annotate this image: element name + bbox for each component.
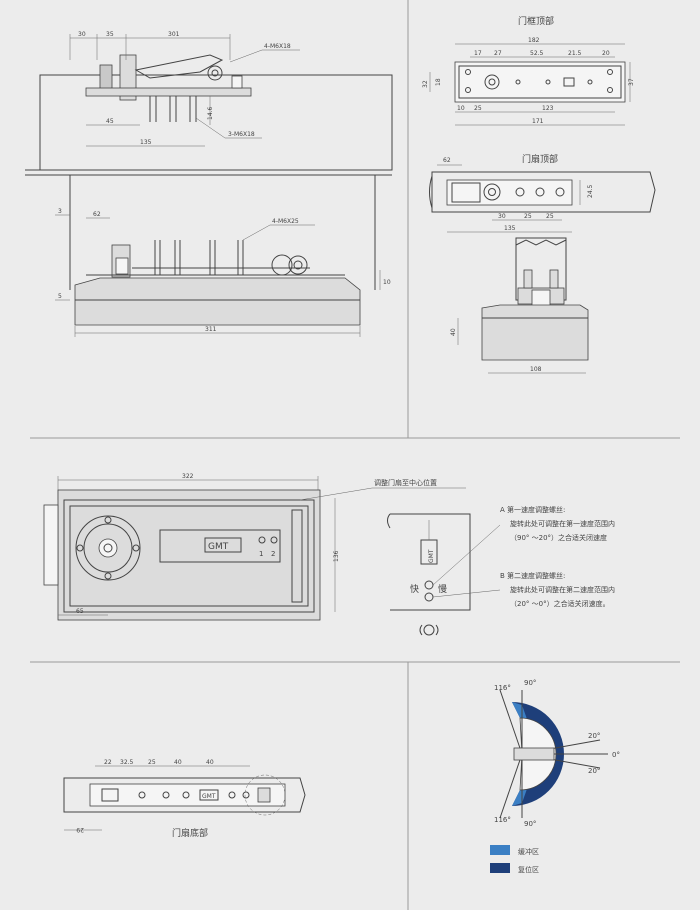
legend-reset-label: 复位区 bbox=[518, 865, 539, 874]
angle-116-top: 116° bbox=[494, 684, 511, 692]
dim-10-elev: 10 bbox=[383, 279, 391, 286]
speed-a-line1: 旋转此处可调整在第一速度范围内 bbox=[510, 519, 615, 528]
angle-diagram: 116° 90° 20° 0° 20° 116° 90° 缓冲区 复位区 bbox=[490, 679, 620, 874]
angle-90-top: 90° bbox=[524, 679, 536, 687]
dim-30-top: 30 bbox=[78, 31, 86, 38]
dim-27: 27 bbox=[494, 50, 502, 57]
dim-301: 301 bbox=[168, 31, 180, 38]
speed-a-title: A 第一速度调整螺丝: bbox=[500, 505, 565, 514]
bolt-label-mid: 3-M6X18 bbox=[228, 131, 255, 138]
dim-32: 32 bbox=[422, 80, 429, 88]
dim-45: 45 bbox=[106, 118, 114, 125]
reset-zone-arc bbox=[512, 702, 564, 806]
dim-18: 18 bbox=[435, 78, 442, 86]
angle-90-bottom: 90° bbox=[524, 820, 536, 828]
dim-171: 171 bbox=[532, 118, 544, 125]
dim-21-5: 21.5 bbox=[568, 50, 582, 57]
dim-322: 322 bbox=[182, 473, 194, 480]
dim-40a-bottom: 40 bbox=[174, 759, 182, 766]
dim-30-door: 30 bbox=[498, 213, 506, 220]
dim-17: 17 bbox=[474, 50, 482, 57]
dim-25-bottom: 25 bbox=[148, 759, 156, 766]
legend-buffer-swatch bbox=[490, 845, 510, 855]
screw-1-label: 1 bbox=[259, 550, 263, 558]
dim-24-5: 24.5 bbox=[587, 184, 594, 198]
buffer-zone-bottom bbox=[512, 786, 528, 806]
dim-311: 311 bbox=[205, 326, 217, 333]
dim-25b-door: 25 bbox=[546, 213, 554, 220]
dim-136: 136 bbox=[333, 550, 340, 562]
dim-182: 182 bbox=[528, 37, 540, 44]
side-view-drawing: 40 108 bbox=[450, 237, 589, 374]
plan-view-drawing: 322 GMT 1 2 调整门扇至中心位置 136 65 bbox=[43, 473, 466, 621]
angle-20-top: 20° bbox=[588, 732, 600, 740]
brand-label-detail: GMT bbox=[428, 549, 435, 563]
dim-25-frame: 25 bbox=[474, 105, 482, 112]
frame-top-title: 门框顶部 bbox=[518, 15, 554, 27]
dim-135-door: 135 bbox=[504, 225, 516, 232]
dim-10-frame: 10 bbox=[457, 105, 465, 112]
bolt-label-low: 4-M6X25 bbox=[272, 218, 299, 225]
dim-32-5: 32.5 bbox=[120, 759, 134, 766]
frame-top-drawing: 182 17 27 52.5 21.5 20 32 18 37 10 25 12… bbox=[422, 37, 635, 126]
dim-35: 35 bbox=[106, 31, 114, 38]
dim-62-door: 62 bbox=[443, 157, 451, 164]
door-top-drawing: 62 24.5 30 25 25 135 bbox=[429, 157, 656, 233]
dim-20-frame: 20 bbox=[602, 50, 610, 57]
speed-b-line1: 旋转此处可调整在第二速度范围内 bbox=[510, 585, 615, 594]
door-top-title: 门扇顶部 bbox=[522, 153, 558, 165]
bolt-label-top: 4-M6X18 bbox=[264, 43, 291, 50]
dim-108: 108 bbox=[530, 366, 542, 373]
door-bottom-title: 门扇底部 bbox=[172, 827, 208, 839]
legend-reset-swatch bbox=[490, 863, 510, 873]
speed-b-title: B 第二速度调整螺丝: bbox=[500, 571, 565, 580]
adjust-center-label: 调整门扇至中心位置 bbox=[374, 478, 437, 487]
dim-14-6: 14.6 bbox=[207, 106, 214, 120]
dim-123: 123 bbox=[542, 105, 554, 112]
angle-20-bottom: 20° bbox=[588, 767, 600, 775]
brand-label-bottom: GMT bbox=[202, 793, 216, 800]
slow-label: 慢 bbox=[438, 583, 447, 595]
door-bottom-drawing: 22 32.5 25 40 40 GMT 29 门扇底部 bbox=[63, 759, 306, 839]
dim-29: 29 bbox=[76, 826, 84, 833]
screw-2-label: 2 bbox=[271, 550, 275, 558]
dim-40: 40 bbox=[450, 328, 457, 336]
dim-40b-bottom: 40 bbox=[206, 759, 214, 766]
closer-body-plan bbox=[57, 489, 321, 621]
dim-65: 65 bbox=[76, 608, 84, 615]
brand-label-plan: GMT bbox=[208, 542, 229, 552]
speed-b-line2: （20° ～0°）之合适关闭速度。 bbox=[510, 599, 610, 608]
angle-116-bottom: 116° bbox=[494, 816, 511, 824]
buffer-zone-top bbox=[512, 702, 528, 722]
dim-25a-door: 25 bbox=[524, 213, 532, 220]
elevation-drawing: 30 35 301 4-M6X18 45 135 14.6 3-M6X18 3 … bbox=[25, 31, 393, 337]
legend-buffer-label: 缓冲区 bbox=[518, 847, 539, 856]
fast-label: 快 bbox=[410, 583, 419, 595]
dim-22: 22 bbox=[104, 759, 112, 766]
dim-37: 37 bbox=[628, 78, 635, 86]
dim-135-elev: 135 bbox=[140, 139, 152, 146]
dim-62-elev: 62 bbox=[93, 211, 101, 218]
dim-52-5: 52.5 bbox=[530, 50, 544, 57]
speed-a-line2: （90° ～20°）之合适关闭速度 bbox=[510, 533, 607, 542]
speed-adjust-detail: GMT 快 慢 A 第一速度调整螺丝: 旋转此处可调整在第一速度范围内 （90°… bbox=[387, 505, 615, 636]
angle-0: 0° bbox=[612, 751, 620, 759]
dim-3: 3 bbox=[58, 208, 62, 215]
dim-5: 5 bbox=[58, 293, 62, 300]
